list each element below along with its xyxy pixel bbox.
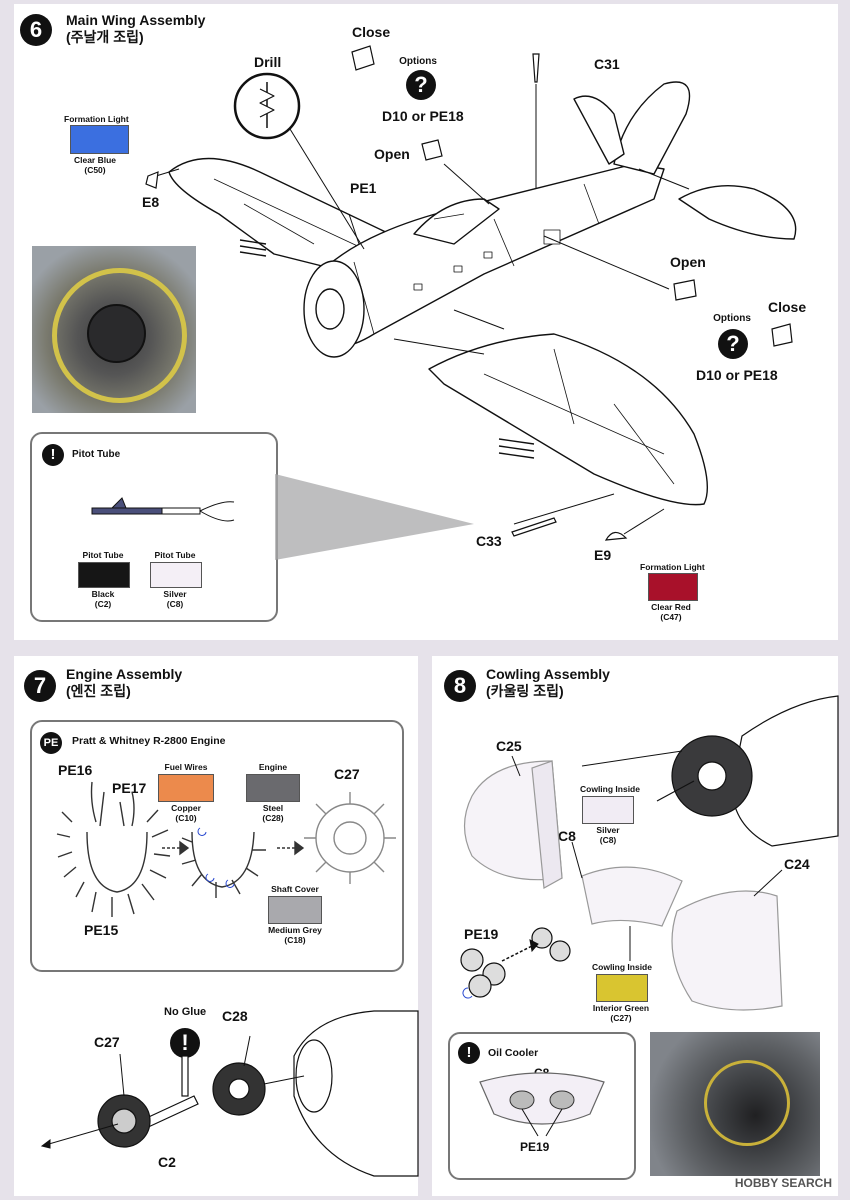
step-number-7: 7 [24, 670, 56, 702]
step7-subtitle: (엔진 조립) [66, 683, 131, 699]
oil-cooler-title: Oil Cooler [488, 1047, 539, 1059]
airplane-wing-diagram [145, 45, 797, 541]
label-pe17: PE17 [112, 780, 147, 796]
exclamation-oil-cooler-icon: ! [458, 1042, 480, 1064]
engine-swatch [246, 774, 300, 802]
pe-box-title: Pratt & Whitney R-2800 Engine [72, 735, 226, 747]
pitot-swatch2-code: (C8) [166, 599, 184, 609]
pitot-swatch1 [78, 562, 130, 588]
engine-code: (C28) [262, 813, 284, 823]
pe-badge: PE [40, 732, 62, 754]
callout-pointer [275, 474, 474, 560]
pitot-swatch1-code: (C2) [94, 599, 112, 609]
step8-title: Cowling Assembly [486, 666, 610, 682]
label-open-top: Open [374, 146, 410, 162]
pitot-box-title: Pitot Tube [72, 449, 121, 460]
label-options-right-parts: D10 or PE18 [696, 367, 778, 383]
label-c25: C25 [496, 738, 522, 754]
fuel-wires-title: Fuel Wires [164, 762, 208, 772]
label-c8: C8 [558, 828, 576, 844]
pitot-tube-drawing [91, 497, 235, 522]
exclamation-no-glue-icon: ! [170, 1028, 200, 1058]
shaft-cover-title: Shaft Cover [271, 884, 319, 894]
label-e9: E9 [594, 547, 612, 563]
label-close-top: Close [352, 24, 391, 40]
engine-name: Steel [262, 803, 284, 813]
cowling-silver-swatch [582, 796, 634, 824]
label-pe15: PE15 [84, 922, 119, 938]
step7-title: Engine Assembly [66, 666, 183, 682]
label-pe19: PE19 [464, 926, 499, 942]
formation-light-blue-title: Formation Light [64, 114, 129, 124]
fuel-wires-code: (C10) [175, 813, 197, 823]
cowling-silver-name: Silver [596, 825, 620, 835]
pitot-swatch1-title: Pitot Tube [82, 550, 124, 560]
label-drill: Drill [254, 54, 282, 70]
shaft-cover-swatch [268, 896, 322, 924]
engine-assembly-diagram [40, 1010, 419, 1177]
formation-light-red-code: (C47) [660, 612, 682, 622]
pe-engine-diagram [56, 781, 396, 917]
cowling-silver-title: Cowling Inside [580, 784, 640, 794]
question-icon-top: ? [406, 70, 436, 100]
pitot-swatch2 [150, 562, 202, 588]
oil-cooler-box: ! Oil Cooler C8 PE19 [448, 1032, 636, 1180]
cowling-green-title: Cowling Inside [592, 962, 652, 972]
oil-cooler-drawing [479, 1072, 605, 1137]
step8-subtitle: (카울링 조립) [486, 683, 564, 699]
shaft-cover-code: (C18) [284, 935, 306, 945]
label-options-top: Options [399, 56, 437, 67]
step-number-8: 8 [444, 670, 476, 702]
label-c33: C33 [476, 533, 502, 549]
cowling-silver-code: (C8) [599, 835, 617, 845]
label-close-right: Close [768, 299, 807, 315]
cowling-reference-photo [650, 1032, 820, 1176]
cowling-green-swatch [596, 974, 648, 1002]
step8-panel: 8 Cowling Assembly (카울링 조립) C25 C8 C24 P… [432, 656, 839, 1196]
pitot-swatch2-name: Silver [163, 589, 187, 599]
cowling-green-code: (C27) [610, 1013, 632, 1023]
formation-light-blue-swatch [70, 125, 129, 154]
watermark: HOBBY SEARCH [734, 1176, 832, 1190]
formation-light-blue-name: Clear Blue [73, 155, 117, 165]
step6-title: Main Wing Assembly [66, 12, 206, 28]
engine-reference-photo [32, 246, 196, 413]
pe-engine-box: PE Pratt & Whitney R-2800 Engine PE16 PE… [30, 720, 404, 972]
step7-panel: 7 Engine Assembly (엔진 조립) PE Pratt & Whi… [14, 656, 419, 1196]
label-no-glue: No Glue [164, 1006, 207, 1018]
cowling-green-name: Interior Green [592, 1003, 650, 1013]
fuel-wires-name: Copper [171, 803, 201, 813]
step-number-6: 6 [20, 14, 52, 46]
label-options-right: Options [713, 313, 751, 324]
label-c28: C28 [222, 1008, 248, 1024]
oil-cooler-label-pe19: PE19 [520, 1140, 550, 1154]
label-e8: E8 [142, 194, 160, 210]
formation-light-red-swatch [648, 573, 698, 601]
label-c2: C2 [158, 1154, 176, 1170]
label-options-top-parts: D10 or PE18 [382, 108, 464, 124]
exclamation-icon: ! [42, 444, 64, 466]
step6-panel: 6 Main Wing Assembly (주날개 조립) [14, 4, 838, 640]
label-pe16: PE16 [58, 762, 93, 778]
formation-light-blue-code: (C50) [84, 165, 106, 175]
cowling-diagram [460, 695, 839, 1011]
label-open-right: Open [670, 254, 706, 270]
label-c27-lower: C27 [94, 1034, 120, 1050]
engine-title: Engine [258, 762, 288, 772]
pitot-tube-box: ! Pitot Tube Pitot Tube Black (C2) Pitot… [30, 432, 278, 622]
formation-light-red-name: Clear Red [651, 602, 691, 612]
label-pe1: PE1 [350, 180, 377, 196]
label-c31: C31 [594, 56, 620, 72]
pitot-swatch2-title: Pitot Tube [154, 550, 196, 560]
pitot-swatch1-name: Black [91, 589, 115, 599]
label-c24: C24 [784, 856, 810, 872]
label-c27-pe: C27 [334, 766, 360, 782]
fuel-wires-swatch [158, 774, 214, 802]
question-icon-right: ? [718, 329, 748, 359]
formation-light-red-title: Formation Light [640, 562, 705, 572]
shaft-cover-name: Medium Grey [268, 925, 322, 935]
step6-subtitle: (주날개 조립) [66, 29, 144, 45]
